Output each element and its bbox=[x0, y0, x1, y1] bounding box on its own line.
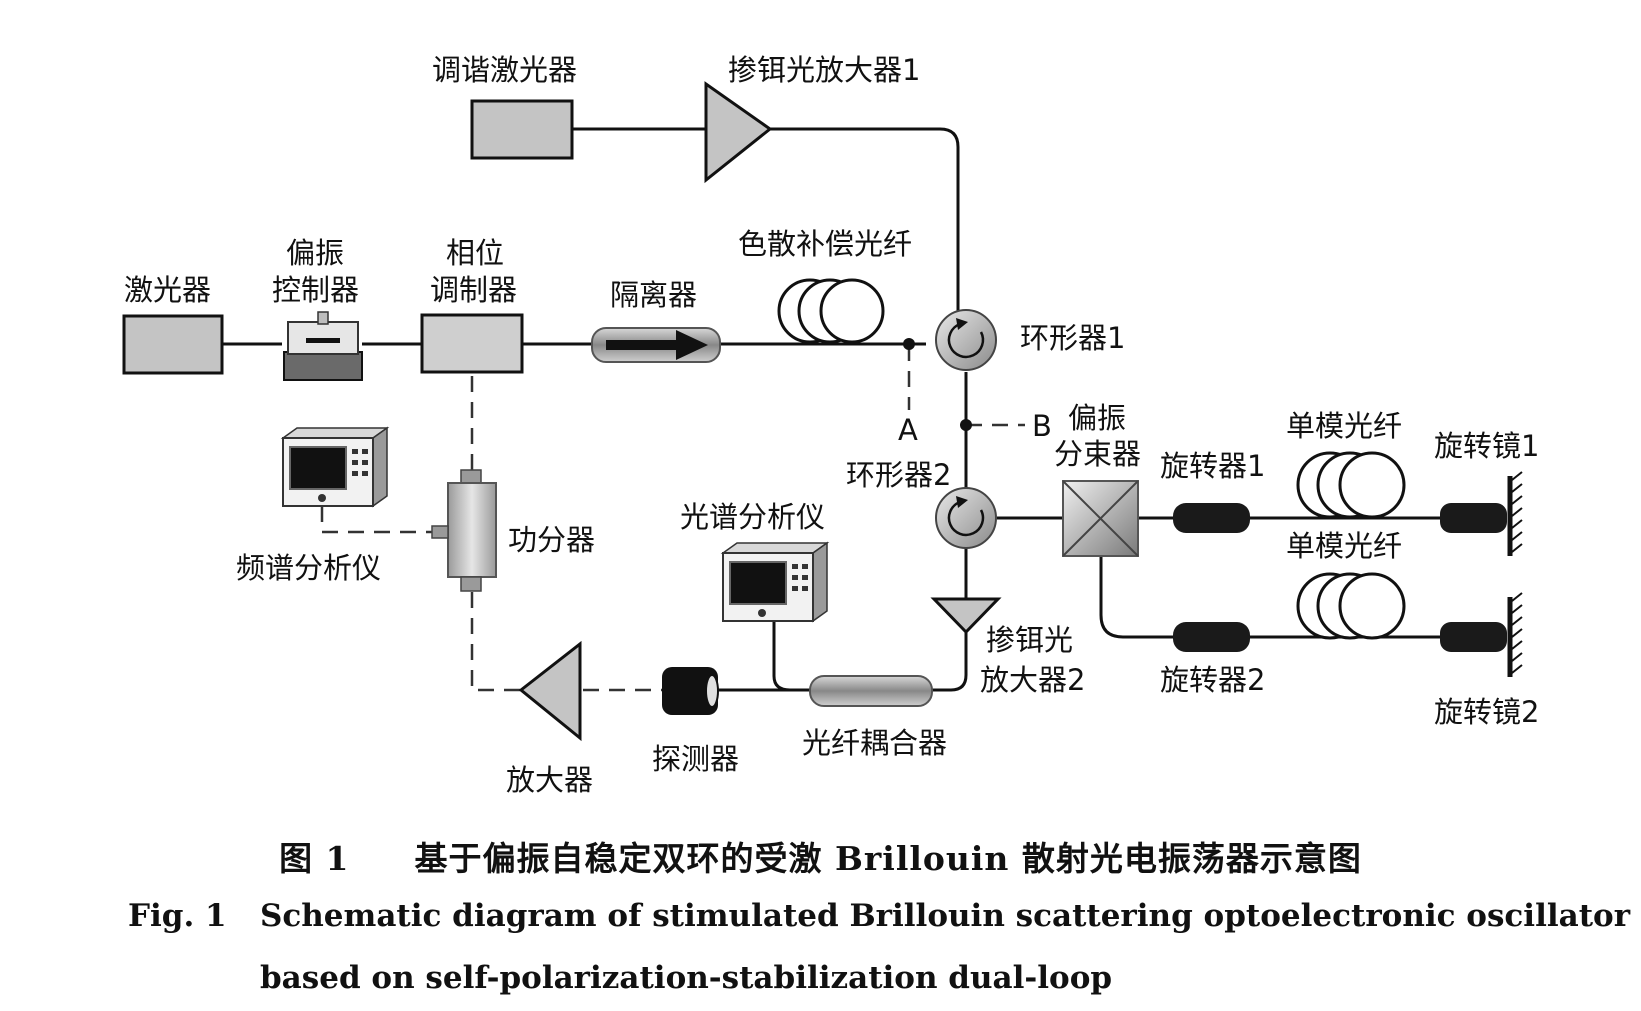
isolator bbox=[591, 327, 721, 363]
label-point-b: B bbox=[1032, 409, 1052, 443]
caption-en-text-line2: based on self-polarization-stabilization… bbox=[260, 960, 1113, 996]
label-rotator2: 旋转器2 bbox=[1160, 663, 1265, 697]
dashed-wires bbox=[320, 345, 1025, 692]
junction-b bbox=[960, 419, 972, 431]
spectrum-analyzer-instrument bbox=[280, 426, 390, 508]
label-amplifier: 放大器 bbox=[506, 763, 593, 797]
caption-zh-text: 基于偏振自稳定双环的受激 Brillouin 散射光电振荡器示意图 bbox=[414, 839, 1362, 878]
fr-mirror2 bbox=[1440, 592, 1523, 677]
label-circulator1: 环形器1 bbox=[1020, 321, 1125, 355]
label-pbs-line1: 偏振 bbox=[1068, 401, 1126, 435]
wire-pbs-to-rot2 bbox=[1099, 555, 1173, 639]
edfa2-triangle bbox=[930, 597, 1002, 635]
schematic-diagram: 调谐激光器 掺铒光放大器1 激光器 偏振 控制器 相位 调制器 隔离器 色散补偿… bbox=[122, 53, 1539, 797]
label-pbs-line2: 分束器 bbox=[1054, 437, 1141, 471]
fr-mirror1 bbox=[1440, 471, 1523, 556]
caption-zh-number: 图 1 bbox=[279, 839, 350, 878]
smf1-coil bbox=[1296, 451, 1406, 519]
label-laser: 激光器 bbox=[124, 273, 211, 307]
label-osa: 光谱分析仪 bbox=[680, 500, 825, 534]
label-circulator2: 环形器2 bbox=[846, 458, 951, 492]
rotator2 bbox=[1173, 622, 1250, 652]
label-phase-mod-line1: 相位 bbox=[446, 236, 504, 270]
label-spectrum-analyzer: 频谱分析仪 bbox=[236, 551, 381, 585]
label-tunable-laser: 调谐激光器 bbox=[432, 53, 577, 87]
tunable-laser-box bbox=[470, 99, 574, 160]
label-fr-mirror2: 旋转镜2 bbox=[1434, 695, 1539, 729]
osa-instrument bbox=[720, 541, 830, 623]
label-power-splitter: 功分器 bbox=[508, 523, 595, 557]
polarization-beam-splitter bbox=[1062, 480, 1139, 557]
phase-modulator-box bbox=[420, 313, 524, 374]
circulator2 bbox=[935, 487, 997, 549]
label-fr-mirror1: 旋转镜1 bbox=[1434, 429, 1539, 463]
dash-esa-to-splitter bbox=[320, 506, 440, 534]
label-smf2: 单模光纤 bbox=[1286, 529, 1402, 563]
caption-chinese: 图 1 基于偏振自稳定双环的受激 Brillouin 散射光电振荡器示意图 bbox=[0, 832, 1641, 880]
rotator1 bbox=[1173, 503, 1250, 533]
label-pol-controller-line1: 偏振 bbox=[286, 236, 344, 270]
power-splitter bbox=[431, 469, 497, 592]
polarization-controller bbox=[283, 311, 363, 381]
laser-box bbox=[122, 314, 224, 375]
label-isolator: 隔离器 bbox=[610, 278, 697, 312]
fiber-coupler bbox=[809, 675, 933, 707]
wire-osa-to-coupler bbox=[772, 620, 812, 692]
circulator1 bbox=[935, 309, 997, 371]
label-edfa2-line2: 放大器2 bbox=[980, 663, 1085, 697]
diagram-labels: 调谐激光器 掺铒光放大器1 激光器 偏振 控制器 相位 调制器 隔离器 色散补偿… bbox=[124, 53, 1539, 797]
fiber-wires bbox=[222, 127, 1440, 692]
detector bbox=[662, 667, 719, 715]
label-detector: 探测器 bbox=[652, 742, 739, 776]
wire-edfa1-to-circ1 bbox=[770, 127, 960, 320]
label-dcf: 色散补偿光纤 bbox=[738, 227, 912, 261]
label-rotator1: 旋转器1 bbox=[1160, 449, 1265, 483]
dash-splitter-to-amp bbox=[470, 592, 522, 692]
junction-a bbox=[903, 338, 915, 350]
label-phase-mod-line2: 调制器 bbox=[430, 273, 517, 307]
edfa1-triangle bbox=[704, 81, 773, 184]
label-edfa1: 掺铒光放大器1 bbox=[728, 53, 920, 87]
label-smf1: 单模光纤 bbox=[1286, 409, 1402, 443]
label-pol-controller-line2: 控制器 bbox=[272, 273, 359, 307]
wire-edfa2-to-coupler bbox=[932, 630, 968, 692]
label-edfa2-line1: 掺铒光 bbox=[986, 623, 1073, 657]
smf2-coil bbox=[1296, 572, 1406, 640]
caption-en-text-line1: Schematic diagram of stimulated Brilloui… bbox=[260, 898, 1631, 934]
caption-en-number: Fig. 1 bbox=[128, 898, 227, 934]
dcf-coil bbox=[777, 278, 885, 344]
label-coupler: 光纤耦合器 bbox=[802, 726, 947, 760]
label-point-a: A bbox=[898, 413, 918, 447]
amplifier-triangle bbox=[518, 640, 582, 742]
